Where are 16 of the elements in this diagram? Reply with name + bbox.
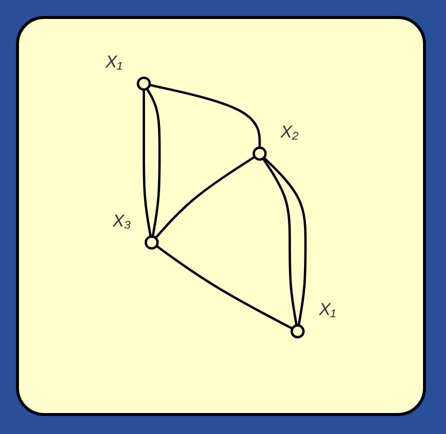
node-label: X₁ — [319, 299, 336, 320]
node-circle — [137, 76, 152, 91]
connector — [150, 84, 262, 148]
connector — [156, 244, 294, 330]
panel-background: X₁ X₃ X₂ X₁ — [16, 16, 426, 416]
connector — [263, 156, 307, 326]
node-label: X₂ — [280, 122, 299, 142]
connector — [262, 158, 298, 326]
node-circle — [290, 324, 305, 338]
connector — [142, 89, 152, 237]
connector — [154, 156, 256, 239]
node-circle — [144, 235, 160, 250]
node-label: X₃ — [112, 210, 132, 230]
node-circle — [252, 146, 267, 161]
connector — [146, 88, 161, 237]
node-label: X₁ — [106, 52, 123, 72]
